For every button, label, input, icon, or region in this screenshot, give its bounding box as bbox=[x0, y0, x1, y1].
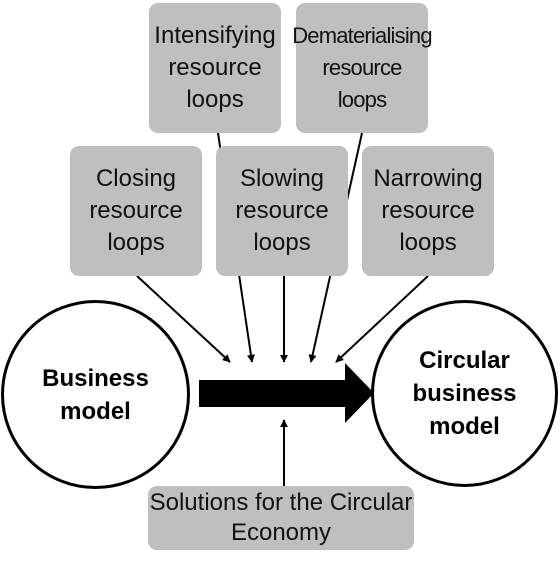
closing-resource-loops-label: Closing resource loops bbox=[89, 165, 183, 256]
narrowing-connector bbox=[335, 275, 429, 363]
slowing-resource-loops-label: Slowing resource loops bbox=[235, 165, 329, 256]
closing-resource-loops-box: Closing resource loops bbox=[70, 146, 202, 276]
circular-business-model-circle: Circular business model bbox=[371, 300, 558, 487]
dematerialising-resource-loops-label: Dematerialising resource loops bbox=[292, 23, 432, 112]
narrowing-resource-loops-box: Narrowing resource loops bbox=[362, 146, 494, 276]
intensifying-resource-loops-box: Intensifying resource loops bbox=[149, 3, 281, 133]
closing-connector bbox=[136, 275, 231, 363]
circular-business-model-label: Circular business model bbox=[412, 347, 517, 440]
narrowing-resource-loops-label: Narrowing resource loops bbox=[373, 165, 483, 256]
business-model-label: Business model bbox=[42, 364, 149, 425]
business-model-circle: Business model bbox=[1, 300, 190, 489]
dematerialising-resource-loops-box: Dematerialising resource loops bbox=[292, 3, 433, 133]
intensifying-resource-loops-label: Intensifying resource loops bbox=[154, 22, 276, 113]
solutions-circular-economy-label: Solutions for the Circular Economy bbox=[149, 489, 413, 546]
solutions-circular-economy-box: Solutions for the Circular Economy bbox=[148, 486, 414, 550]
main-transition-arrow bbox=[199, 363, 374, 423]
slowing-resource-loops-box: Slowing resource loops bbox=[216, 146, 348, 276]
